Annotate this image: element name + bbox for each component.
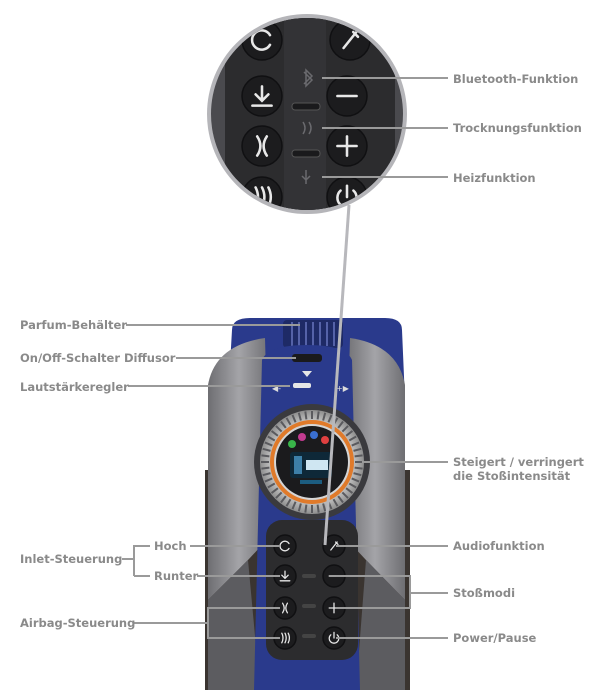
zoom-detail [207,14,407,214]
device-body: ◀- +▶ [205,318,410,690]
lower-left-panel [208,560,260,690]
diffusor-icon [302,371,312,377]
volume-slider[interactable] [293,383,311,388]
refresh-icon [279,540,290,552]
download-icon [279,570,291,582]
refresh-icon [250,29,272,51]
panel-slot [302,574,316,578]
drying-icon [302,121,312,135]
label-audio: Audiofunktion [453,539,545,553]
label-airbag: Airbag-Steuerung [20,616,136,630]
heating-icon [301,170,311,184]
label-down: Runter [154,569,199,583]
intensity-dial[interactable] [254,404,370,520]
leader-lines [122,77,448,639]
label-intensity-line2: die Stoßintensität [453,469,571,483]
label-intensity-line1: Steigert / verringert [453,455,584,469]
label-inlet: Inlet-Steuerung [20,552,123,566]
volume-right-arrow: +▶ [336,384,350,393]
label-power: Power/Pause [453,631,537,645]
label-volume: Lautstärkeregler [20,380,129,394]
airbag-button-1[interactable] [273,596,297,620]
label-bluetooth: Bluetooth-Funktion [453,72,579,86]
mode-plus-button[interactable] [322,596,346,620]
leader-inlet [122,545,150,560]
zoom-slot [291,149,321,158]
label-perfume: Parfum-Behälter [20,318,127,332]
panel-slot [302,634,316,638]
volume-left-arrow: ◀- [272,384,281,393]
zoom-pointer-line [323,204,351,546]
right-wing [345,338,405,600]
zoom-download-button [241,75,283,117]
label-heating: Heizfunktion [453,171,536,185]
label-up: Hoch [154,539,187,553]
zoom-plus-button [326,125,368,167]
label-onoff: On/Off-Schalter Diffusor [20,351,176,365]
audio-icon [342,30,360,50]
plus-icon [336,135,358,157]
zoom-heat-button [241,176,283,210]
zoom-minus-button [326,75,368,117]
airbag-icon [255,135,269,157]
download-icon [251,85,273,107]
dial-display [288,431,332,484]
lower-right-panel [356,560,405,690]
heating-icon [281,632,291,644]
label-modes: Stoßmodi [453,586,516,600]
label-intensity: Steigert / verringert die Stoßintensität [453,455,603,483]
zoom-airbag-button [241,125,283,167]
label-drying: Trocknungsfunktion [453,121,582,135]
zoom-slot [291,102,321,111]
left-wing [208,338,270,600]
panel-slot [302,604,316,608]
bluetooth-icon [303,68,314,88]
airbag-button-2[interactable] [273,626,297,650]
audio-icon [330,541,339,551]
airbag-icon [281,602,289,614]
onoff-switch[interactable] [292,354,322,362]
